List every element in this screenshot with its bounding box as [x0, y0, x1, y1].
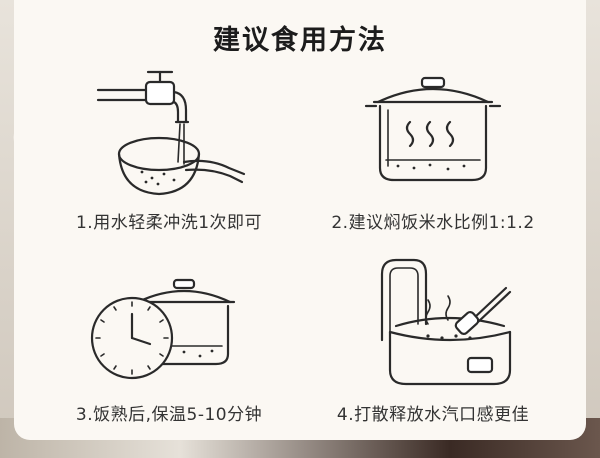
- step-4-caption: 4.打散释放水汽口感更佳: [336, 405, 530, 425]
- step-1-caption: 1.用水轻柔冲洗1次即可: [75, 213, 263, 233]
- steaming-pot-icon: [364, 76, 502, 182]
- step-1: 1.用水轻柔冲洗1次即可: [34, 62, 304, 247]
- clock-and-rice-cooker-icon: [90, 278, 236, 380]
- step-2-caption: 2.建议焖饭米水比例1:1.2: [331, 213, 535, 233]
- step-3: 3.饭熟后,保温5-10分钟: [34, 254, 304, 439]
- step-2: 2.建议焖饭米水比例1:1.2: [298, 62, 568, 247]
- faucet-washing-rice-icon: [96, 70, 246, 196]
- step-4: 4.打散释放水汽口感更佳: [298, 254, 568, 439]
- step-3-caption: 3.饭熟后,保温5-10分钟: [75, 405, 263, 425]
- open-rice-cooker-spatula-icon: [380, 258, 512, 386]
- instructions-card: 建议食用方法 1.用水: [14, 0, 586, 440]
- page-title: 建议食用方法: [213, 25, 387, 56]
